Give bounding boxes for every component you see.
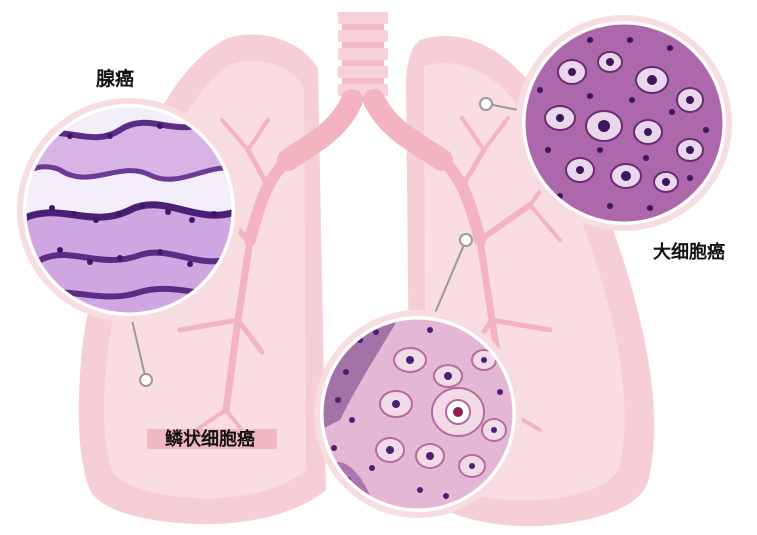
callout-dot-squamous	[460, 234, 472, 246]
callout-dot-adenocarcinoma	[140, 374, 152, 386]
label-large-cell-carcinoma: 大细胞癌	[653, 238, 725, 264]
large-cell-slide	[516, 15, 732, 231]
callout-dot-large-cell	[480, 98, 492, 110]
adenocarcinoma-slide	[17, 98, 241, 322]
label-squamous-cell-carcinoma: 鳞状细胞癌	[165, 425, 255, 451]
squamous-slide	[314, 310, 522, 518]
trachea	[338, 12, 388, 102]
label-squamous-wrap: 鳞状细胞癌	[147, 425, 300, 457]
label-adenocarcinoma: 腺癌	[96, 64, 134, 91]
